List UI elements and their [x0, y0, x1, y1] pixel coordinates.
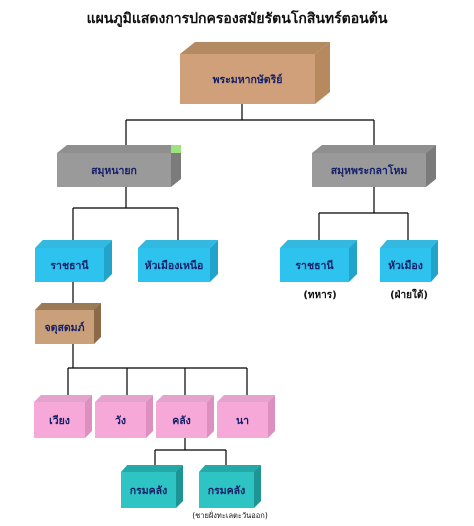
na-label: นา [217, 402, 268, 438]
khlang-box: คลัง [156, 395, 214, 438]
samuha-nayok-label: สมุหนายก [57, 153, 171, 187]
south-label: (ฝ่ายใต้) [390, 290, 428, 301]
ratchathani-left-box: ราชธานี [35, 240, 112, 282]
chatusadom-label: จตุสดมภ์ [35, 310, 94, 344]
huamueang-nuea-box: หัวเมืองเหนือ [138, 240, 218, 282]
wang-label: วัง [95, 402, 146, 438]
kromkhlang2-label: กรมคลัง [199, 472, 254, 508]
kromkhlang2-box: กรมคลัง [199, 465, 261, 508]
ratchathani-left-label: ราชธานี [35, 248, 104, 282]
na-box: นา [217, 395, 275, 438]
wiang-box: เวียง [34, 395, 92, 438]
chatusadom-box: จตุสดมภ์ [35, 303, 101, 344]
huamueang-right-label: หัวเมือง [380, 248, 431, 282]
king-box: พระมหากษัตริย์ [180, 42, 330, 104]
huamueang-nuea-label: หัวเมืองเหนือ [138, 248, 210, 282]
khlang-label: คลัง [156, 402, 207, 438]
wang-box: วัง [95, 395, 153, 438]
military-label: (ทหาร) [303, 290, 337, 301]
king-label: พระมหากษัตริย์ [180, 54, 315, 104]
ratchathani-right-label: ราชธานี [280, 248, 349, 282]
chart-title: แผนภูมิแสดงการปกครองสมัยรัตนโกสินทร์ตอนต… [86, 11, 388, 27]
samuha-kalahom-box: สมุหพระกลาโหม [312, 145, 436, 187]
ratchathani-right-box: ราชธานี [280, 240, 357, 282]
samuha-nayok-box: สมุหนายก [57, 145, 181, 187]
coastal-label: (ชายฝั่งทะเลตะวันออก) [192, 511, 268, 520]
huamueang-right-box: หัวเมือง [380, 240, 438, 282]
samuha-kalahom-label: สมุหพระกลาโหม [312, 153, 426, 187]
wiang-label: เวียง [34, 402, 85, 438]
kromkhlang1-label: กรมคลัง [121, 472, 176, 508]
kromkhlang1-box: กรมคลัง [121, 465, 183, 508]
